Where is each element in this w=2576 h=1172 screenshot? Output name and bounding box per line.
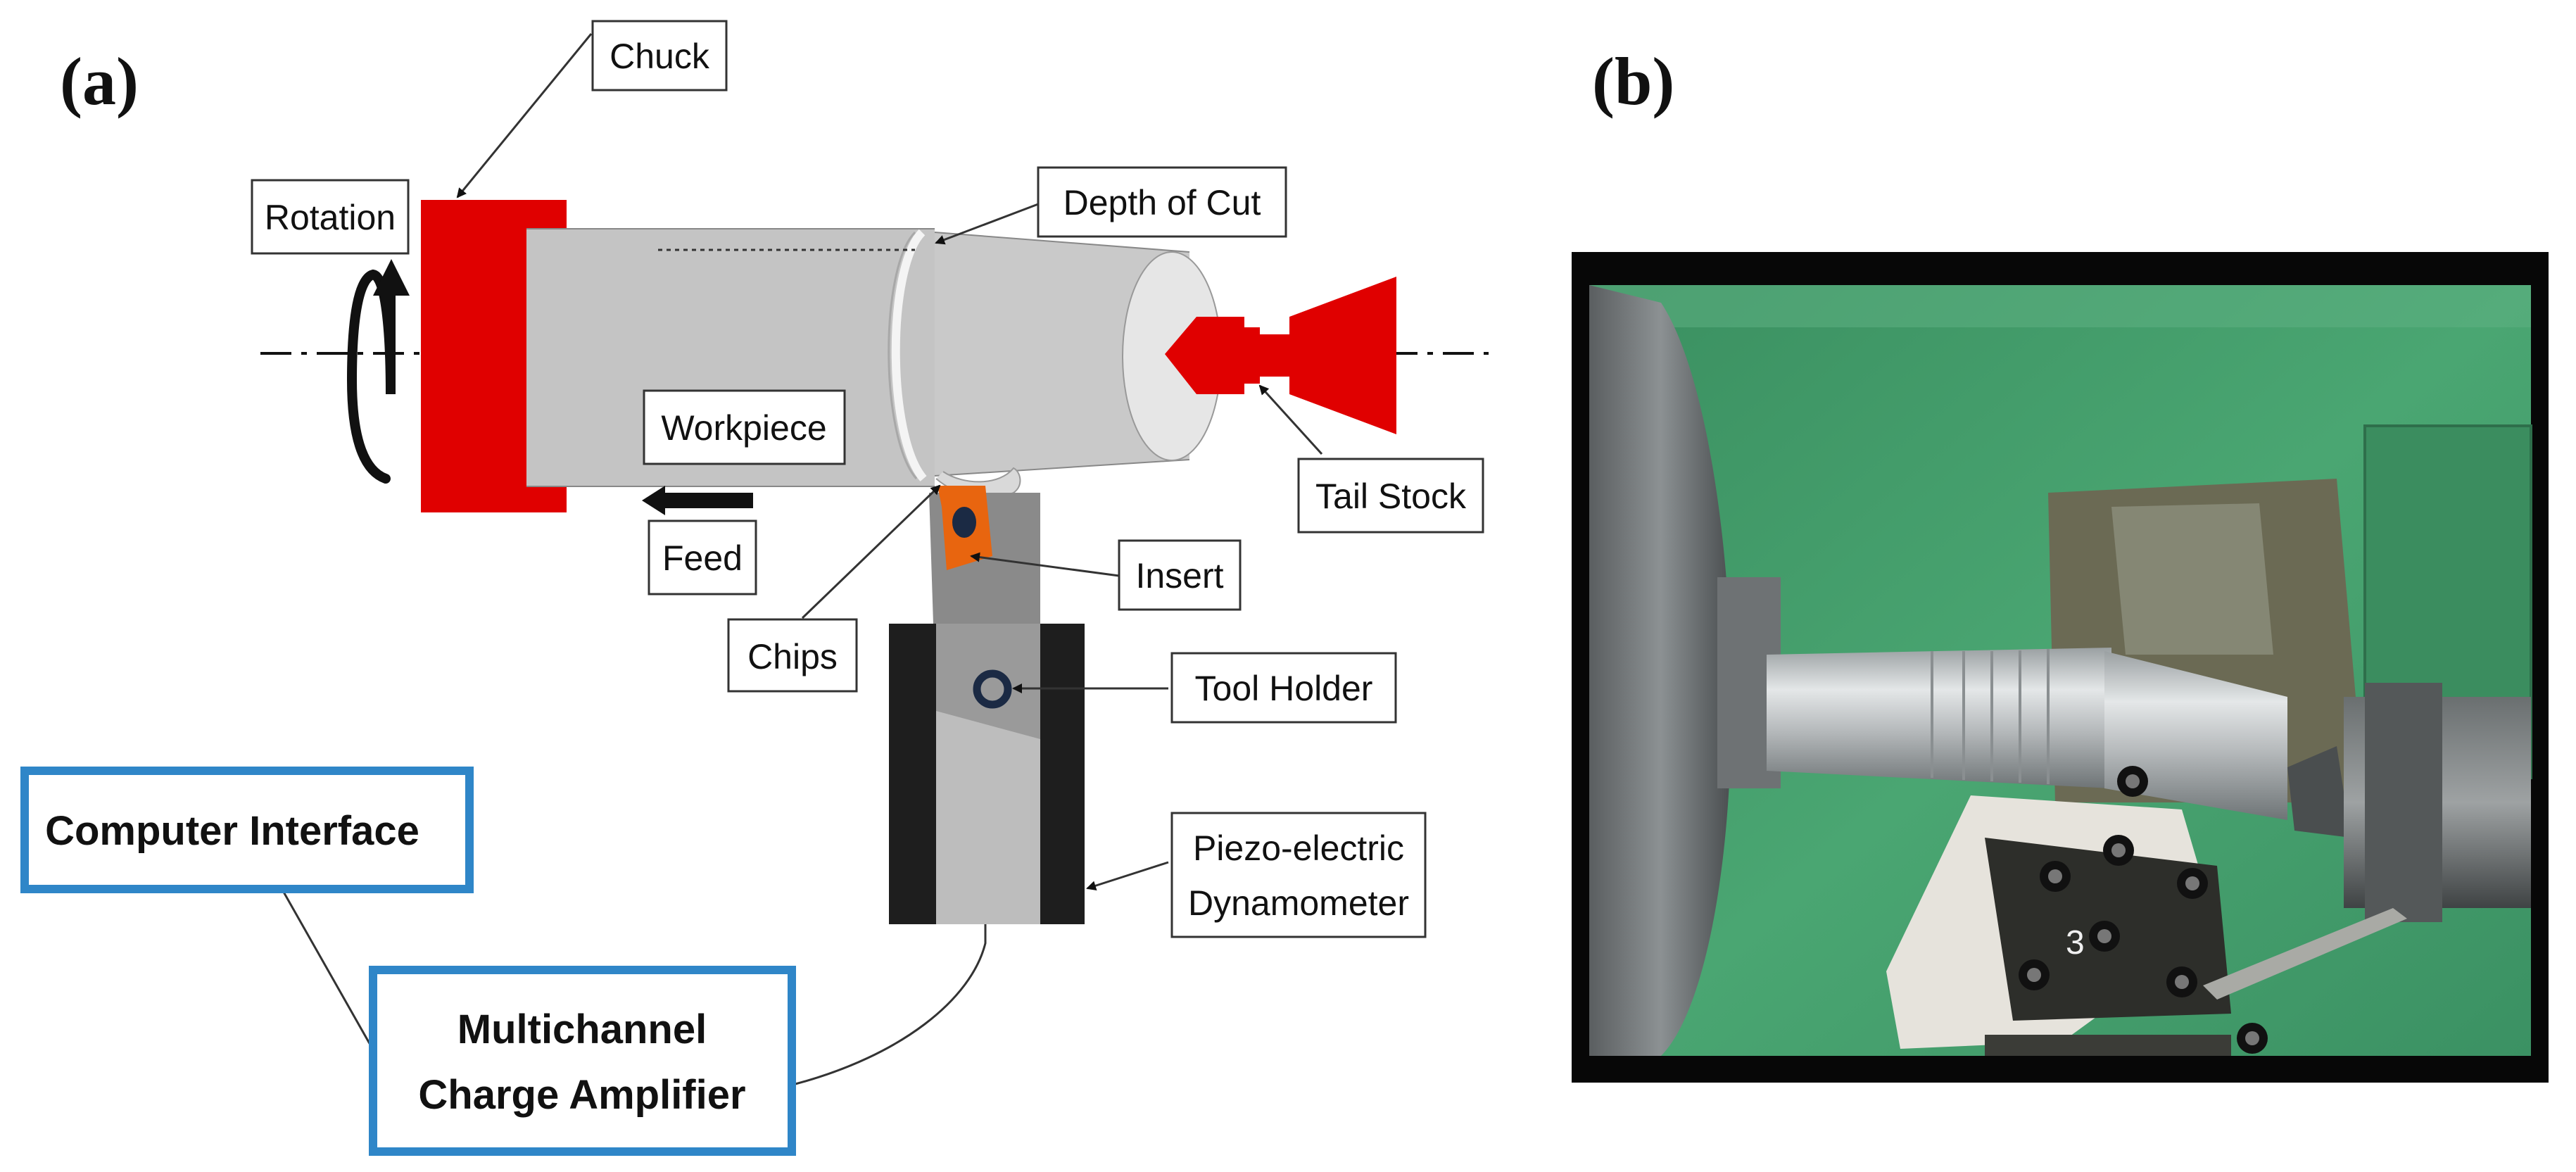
signal-cable <box>795 924 987 1085</box>
lathe-photo: 3 <box>1572 252 2549 1083</box>
photo-tail-stock <box>2287 683 2531 922</box>
svg-text:Feed: Feed <box>662 538 743 578</box>
svg-text:Workpiece: Workpiece <box>661 408 826 448</box>
label-chuck: Chuck <box>591 20 728 92</box>
chuck-shape <box>421 200 567 512</box>
label-dynamometer: Piezo-electric Dynamometer <box>1170 812 1427 938</box>
leader-tail-stock <box>1258 384 1323 455</box>
label-rotation: Rotation <box>251 179 410 255</box>
leader-insert <box>970 552 1120 577</box>
svg-text:Dynamometer: Dynamometer <box>1188 883 1409 923</box>
leader-depth-of-cut <box>935 203 1039 245</box>
svg-text:Rotation: Rotation <box>265 198 396 237</box>
leader-interface-amplifier <box>280 888 378 1057</box>
svg-text:Insert: Insert <box>1135 556 1223 596</box>
charge-amplifier-box: Multichannel Charge Amplifier <box>369 966 796 1156</box>
label-chips: Chips <box>727 618 858 693</box>
label-insert: Insert <box>1118 539 1242 611</box>
label-tail-stock: Tail Stock <box>1297 458 1484 534</box>
rotation-arrow <box>346 259 410 484</box>
photo-workpiece <box>1767 648 2287 820</box>
dynamometer-housing <box>889 624 1085 924</box>
label-depth-of-cut: Depth of Cut <box>1037 166 1287 238</box>
leader-chips <box>801 484 941 619</box>
svg-text:Depth of Cut: Depth of Cut <box>1063 183 1261 222</box>
leader-chuck <box>456 33 593 199</box>
panel-b-label: (b) <box>1592 44 1674 119</box>
tail-stock-shape <box>1165 277 1396 434</box>
photo-chalk-mark: 3 <box>2066 924 2085 962</box>
label-workpiece: Workpiece <box>643 389 846 465</box>
svg-text:Tail Stock: Tail Stock <box>1315 477 1467 516</box>
workpiece-cylinder <box>526 228 1222 487</box>
panel-a-label: (a) <box>60 44 139 119</box>
photo-tool-post: 3 <box>1985 766 2268 1056</box>
svg-text:Multichannel: Multichannel <box>457 1007 707 1052</box>
label-feed: Feed <box>648 519 757 596</box>
svg-text:Computer Interface: Computer Interface <box>45 808 419 854</box>
svg-text:Chuck: Chuck <box>610 37 710 76</box>
insert-shape <box>937 486 992 570</box>
svg-text:Tool Holder: Tool Holder <box>1195 669 1373 708</box>
svg-text:Chips: Chips <box>747 637 838 676</box>
svg-text:Piezo-electric: Piezo-electric <box>1193 828 1404 868</box>
feed-arrow <box>642 486 753 515</box>
label-tool-holder: Tool Holder <box>1170 652 1397 724</box>
computer-interface-box: Computer Interface <box>20 767 474 893</box>
svg-text:Charge Amplifier: Charge Amplifier <box>418 1072 745 1118</box>
leader-dynamometer <box>1086 861 1169 890</box>
photo-chuck <box>1589 285 1731 1056</box>
panel-b: (b) <box>1572 44 2549 1083</box>
panel-a: (a) <box>20 20 1489 1156</box>
